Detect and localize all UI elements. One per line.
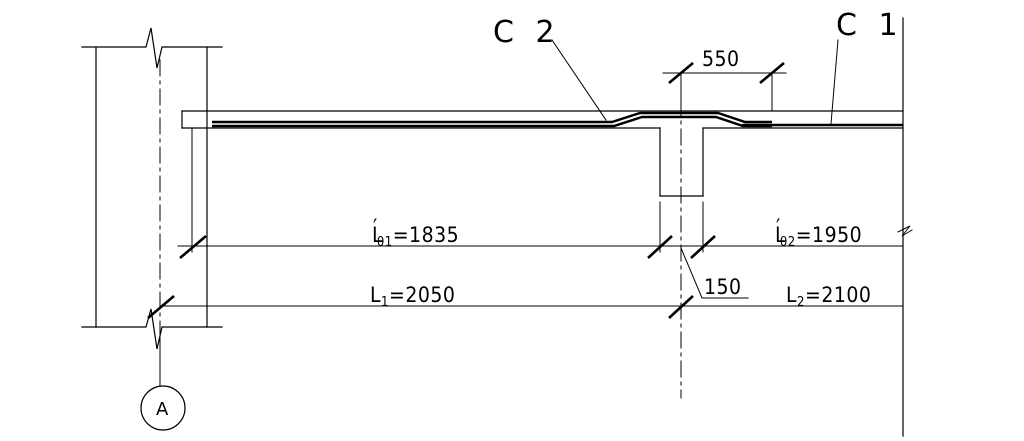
c1-leader: [830, 39, 839, 125]
axis-marker-a: A: [140, 329, 186, 431]
slab-outline: [181, 110, 904, 129]
rebar-c2: [212, 111, 772, 128]
left-column: [81, 27, 223, 350]
dimension-row-effective-span: L1=2050 L2=2100: [147, 283, 904, 319]
label-150: 150: [704, 275, 742, 299]
label-l1: L1=2050: [370, 283, 455, 310]
dimension-150: 150: [680, 247, 749, 299]
label-550: 550: [702, 47, 740, 71]
label-l2: L2=2100: [786, 283, 871, 310]
label-l02: L′02=1950: [775, 215, 862, 250]
dimension-row-clear-span: L′01=1835 L′02=1950: [177, 127, 904, 259]
break-mark: [897, 225, 913, 237]
label-c2: C 2: [493, 15, 561, 50]
dimension-550: 550: [662, 47, 787, 111]
label-c1: C 1: [836, 8, 904, 43]
axis-label: A: [156, 399, 169, 420]
c2-leader: [551, 39, 607, 121]
label-l01: L′01=1835: [372, 215, 459, 250]
